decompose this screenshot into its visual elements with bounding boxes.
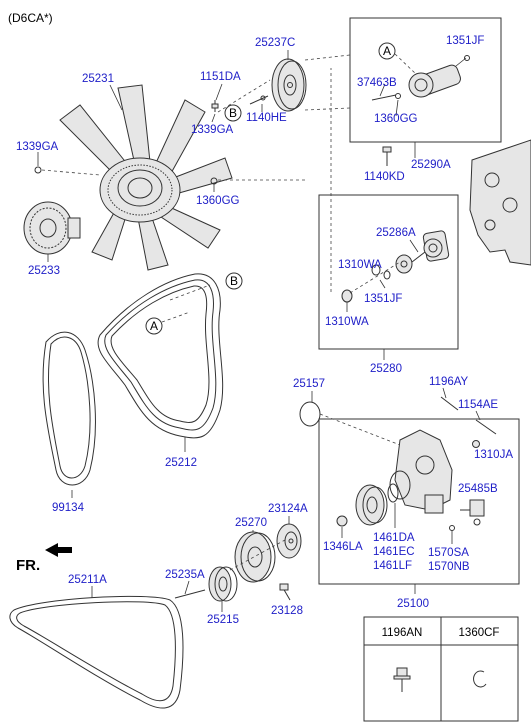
box-25280 xyxy=(318,194,459,350)
belt-99134 xyxy=(42,331,96,486)
engine-block xyxy=(469,139,531,266)
clip-1360cf-icon xyxy=(473,670,487,688)
label-37463b: 37463B xyxy=(357,77,397,89)
label-1360gg-mid: 1360GG xyxy=(196,195,240,207)
label-1461ec: 1461EC xyxy=(373,546,415,558)
table-col-1360cf: 1360CF xyxy=(459,627,500,639)
nut-1351jf-mid xyxy=(383,270,391,280)
label-1346la: 1346LA xyxy=(323,541,363,553)
box-25100 xyxy=(318,418,520,585)
fan-clutch-25233 xyxy=(23,201,81,255)
label-1310wa-a: 1310WA xyxy=(338,259,382,271)
label-25235a: 25235A xyxy=(165,569,205,581)
label-1196ay: 1196AY xyxy=(429,376,469,388)
label-99134: 99134 xyxy=(52,502,85,514)
pulley-water-pump xyxy=(355,484,388,526)
pulley-25215 xyxy=(208,566,238,602)
label-25100: 25100 xyxy=(397,598,429,610)
label-25233: 25233 xyxy=(28,265,60,277)
bolt-1196ay xyxy=(440,396,459,411)
label-1461lf: 1461LF xyxy=(373,560,412,572)
callout-b-top xyxy=(224,104,242,122)
label-25237c: 25237C xyxy=(255,37,295,49)
callout-b-belt-text: B xyxy=(230,274,238,288)
label-1339ga-top: 1339GA xyxy=(191,124,234,136)
label-25286a: 25286A xyxy=(376,227,416,239)
callout-b-top-text: B xyxy=(229,106,237,120)
callout-a-belt-text: A xyxy=(150,319,158,333)
label-1140he: 1140HE xyxy=(246,112,287,124)
nut-1310ja xyxy=(472,440,480,448)
label-1154ae: 1154AE xyxy=(458,399,498,411)
callout-b-belt xyxy=(225,272,243,290)
washer-1310wa-a xyxy=(371,264,381,276)
callout-a-belt xyxy=(145,317,163,335)
bolt-1339ga-left xyxy=(34,166,42,174)
sensor-25485b xyxy=(460,499,485,526)
label-25231: 25231 xyxy=(82,73,114,85)
table-col-1196an: 1196AN xyxy=(382,627,423,639)
callout-a-top xyxy=(378,42,396,60)
engine-code: (D6CA*) xyxy=(8,11,53,25)
fan-25231 xyxy=(59,84,233,271)
belt-25211a xyxy=(9,595,184,709)
idler-25286a xyxy=(395,230,450,274)
belt-25212 xyxy=(97,273,224,439)
nut-1346la xyxy=(336,515,348,527)
box-25290a xyxy=(349,17,502,143)
label-1461da: 1461DA xyxy=(373,532,415,544)
tensioner-assembly xyxy=(408,57,467,98)
label-25280: 25280 xyxy=(370,363,402,375)
stud-1154ae xyxy=(475,419,497,435)
bolt-37463b xyxy=(371,94,397,101)
washer-1310wa-b xyxy=(341,289,353,303)
label-25215: 25215 xyxy=(207,614,239,626)
label-25157: 25157 xyxy=(293,378,325,390)
damper-25270 xyxy=(234,531,276,583)
hardware-table: 1196AN 1360CF xyxy=(363,616,519,722)
label-25290a: 25290A xyxy=(411,159,451,171)
gasket-25157 xyxy=(299,401,321,427)
label-25211a: 25211A xyxy=(68,574,107,586)
label-1140kd: 1140KD xyxy=(364,171,405,183)
label-1570nb: 1570NB xyxy=(428,561,470,573)
pulley-25237c xyxy=(271,58,307,112)
callout-a-top-text: A xyxy=(383,44,391,58)
label-23128: 23128 xyxy=(271,605,303,617)
label-1151da: 1151DA xyxy=(200,71,241,83)
bolt-25235a xyxy=(174,589,206,599)
oring-water-pump xyxy=(387,483,399,503)
front-indicator: FR. xyxy=(16,557,40,574)
label-1360gg-top: 1360GG xyxy=(374,113,418,125)
label-1351jf-mid: 1351JF xyxy=(364,293,402,305)
label-25270: 25270 xyxy=(235,517,267,529)
front-arrow-icon xyxy=(45,543,72,557)
label-25485b: 25485B xyxy=(458,483,498,495)
label-1339ga-left: 1339GA xyxy=(16,141,59,153)
hub-23124a xyxy=(276,523,302,559)
label-25212: 25212 xyxy=(165,457,197,469)
label-1310wa-b: 1310WA xyxy=(325,316,369,328)
bolt-1196an-icon xyxy=(393,667,411,692)
water-pump-body xyxy=(389,429,453,514)
label-1351jf-top: 1351JF xyxy=(446,35,484,47)
label-23124a: 23124A xyxy=(268,503,308,515)
label-1310ja: 1310JA xyxy=(474,449,513,461)
label-1570sa: 1570SA xyxy=(428,547,469,559)
